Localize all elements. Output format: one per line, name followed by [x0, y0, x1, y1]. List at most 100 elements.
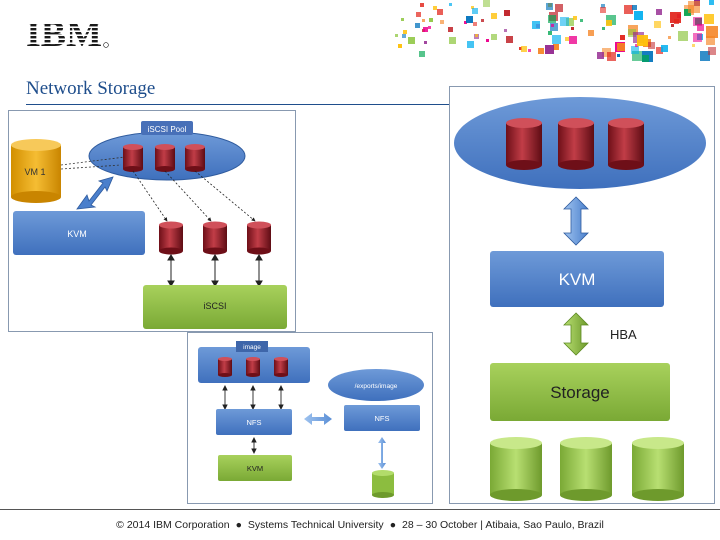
- mosaic-cube: [632, 5, 637, 10]
- mosaic-cube: [486, 39, 489, 42]
- mosaic-cube: [546, 3, 553, 10]
- image-label: image: [243, 344, 261, 351]
- mosaic-cube: [528, 49, 531, 52]
- exports-ellipse: [328, 369, 424, 401]
- mosaic-cube: [395, 34, 398, 37]
- hba-diagram: KVM HBA Storage: [449, 86, 715, 504]
- mosaic-cube: [571, 27, 574, 30]
- hba-kvm-label: KVM: [559, 270, 596, 289]
- image-tag: [236, 341, 268, 352]
- mosaic-cube: [555, 4, 563, 12]
- mosaic-cube: [671, 24, 674, 27]
- mosaic-cube: [423, 27, 428, 32]
- mosaic-cube: [448, 27, 453, 32]
- mosaic-cube: [565, 37, 569, 41]
- hba-pool-disk-2: [558, 118, 594, 170]
- mosaic-cube: [401, 18, 404, 21]
- mosaic-cube: [415, 23, 420, 28]
- mosaic-cube: [620, 35, 625, 40]
- mosaic-cube: [634, 11, 643, 20]
- mosaic-cube: [545, 45, 554, 54]
- storage-cylinder-1: [490, 437, 542, 501]
- ibm-logo: IBM: [26, 16, 109, 50]
- nfs-storage-arrow: [378, 437, 386, 469]
- hba-arrow: [563, 312, 589, 356]
- mosaic-cube: [617, 54, 620, 57]
- mosaic-cube: [656, 9, 662, 15]
- mosaic-cube: [693, 33, 702, 42]
- mosaic-cube: [704, 14, 714, 24]
- mosaic-cube: [628, 29, 636, 37]
- mosaic-cube: [637, 35, 648, 46]
- mosaic-cube: [548, 15, 556, 23]
- mosaic-cube: [467, 41, 474, 48]
- lun-iscsi-arrows: [167, 254, 263, 287]
- footer-divider: [0, 509, 720, 510]
- mosaic-cube: [449, 3, 452, 6]
- mosaic-cube: [551, 24, 554, 27]
- mosaic-cube: [560, 17, 569, 26]
- mosaic-cube: [466, 16, 473, 23]
- footer-bullet: ●: [389, 519, 397, 531]
- mosaic-cube: [420, 3, 424, 7]
- mosaic-cube: [601, 4, 605, 8]
- iscsi-pool-tag: [141, 121, 193, 135]
- iscsi-box: [143, 285, 287, 329]
- mosaic-cube: [656, 47, 663, 54]
- vm-pool-double-arrow: [76, 176, 114, 210]
- mosaic-cube: [475, 34, 478, 37]
- mosaic-cube: [429, 18, 433, 22]
- mosaic-cube: [617, 43, 625, 51]
- pool-disk-3: [185, 144, 205, 172]
- image-disk-1: [218, 357, 232, 377]
- mosaic-cube: [688, 1, 700, 13]
- mosaic-cube: [573, 16, 577, 20]
- mosaic-cube: [684, 9, 691, 16]
- lun-disk-3: [247, 221, 271, 255]
- iscsi-label: iSCSI: [203, 301, 226, 311]
- mosaic-cube: [491, 13, 497, 19]
- mosaic-cube: [440, 20, 444, 24]
- mosaic-cube: [569, 36, 577, 44]
- mosaic-cube: [538, 48, 544, 54]
- footer-copyright: © 2014 IBM Corporation: [116, 519, 230, 531]
- mosaic-cube: [624, 5, 633, 14]
- mosaic-cube: [661, 45, 668, 52]
- pool-disk-1: [123, 144, 143, 172]
- mosaic-cube: [597, 52, 604, 59]
- lun-disk-2: [203, 221, 227, 255]
- mosaic-cube: [678, 31, 688, 41]
- page-title: Network Storage: [26, 78, 156, 99]
- mosaic-cube: [706, 36, 715, 45]
- footer: © 2014 IBM Corporation●Systems Technical…: [0, 519, 720, 531]
- storage-cylinder-2: [560, 437, 612, 501]
- mosaic-cube: [504, 10, 510, 16]
- nfs-left-box: [216, 409, 292, 435]
- storage-box: [490, 363, 670, 421]
- mosaic-cube: [600, 7, 606, 13]
- mosaic-cube: [708, 47, 716, 55]
- mosaic-cube: [402, 34, 406, 38]
- kvm-box: [13, 211, 145, 255]
- mosaic-cube: [588, 30, 594, 36]
- mosaic-cube: [472, 8, 478, 14]
- lun-disk-1: [159, 221, 183, 255]
- mosaic-cube: [697, 24, 704, 31]
- nfs-right-label: NFS: [375, 414, 390, 423]
- iscsi-diagram: iSCSI Pool VM 1 KVM: [8, 110, 296, 332]
- exports-label: /exports/image: [355, 383, 398, 390]
- storage-label: Storage: [550, 383, 610, 402]
- mosaic-cube: [700, 51, 710, 61]
- mosaic-cube: [642, 55, 649, 62]
- mosaic-cube: [548, 31, 552, 35]
- mosaic-cube: [692, 44, 695, 47]
- hba-kvm-box: [490, 251, 664, 307]
- storage-cylinder-3: [632, 437, 684, 501]
- mosaic-cube: [602, 27, 605, 30]
- mosaic-cube: [519, 47, 522, 50]
- pool-disk-2: [155, 144, 175, 172]
- nfs-kvm-box: [218, 455, 292, 481]
- mosaic-cube: [428, 26, 431, 29]
- mosaic-cube: [606, 20, 612, 26]
- mosaic-cube: [506, 36, 513, 43]
